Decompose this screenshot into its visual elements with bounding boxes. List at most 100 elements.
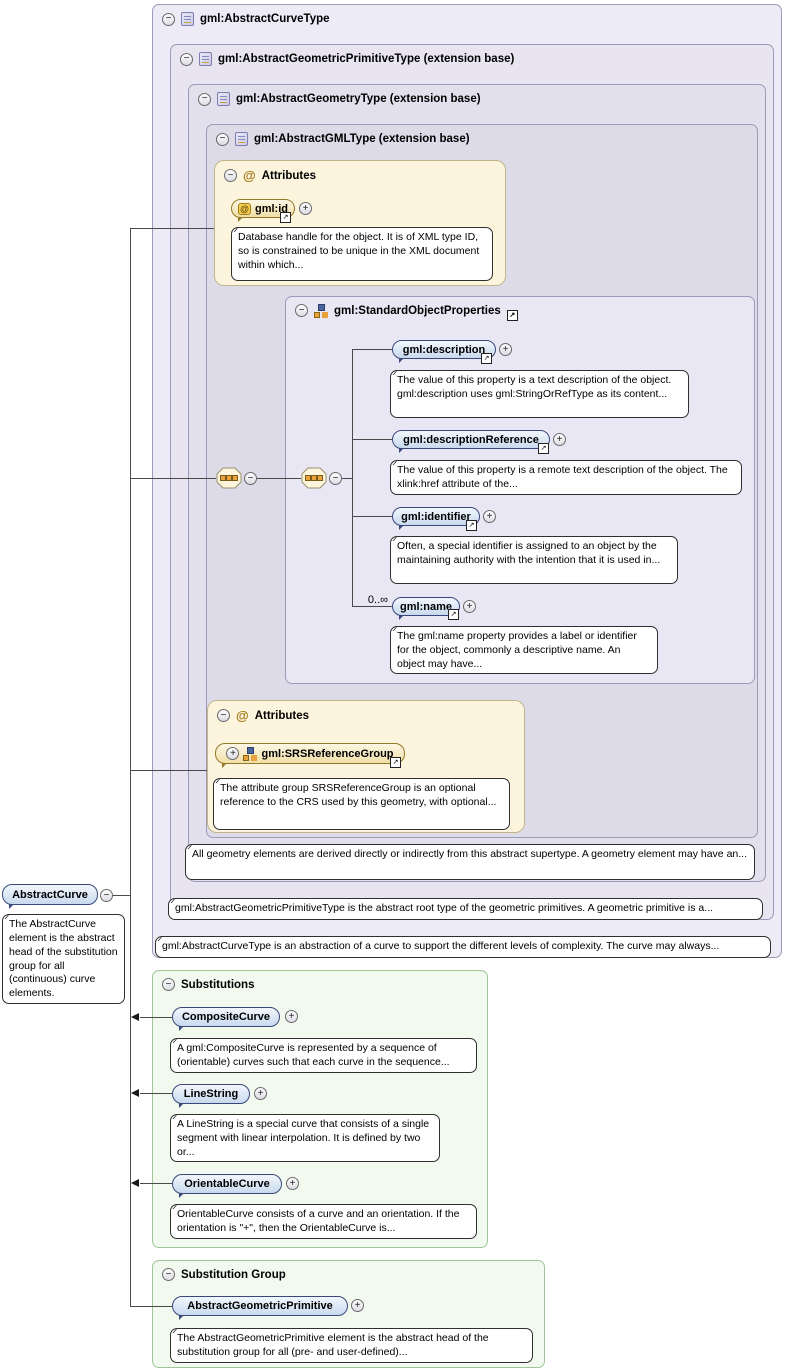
frame-header: − @ Attributes [215,161,505,190]
connector-line [257,478,301,479]
connector-line [352,516,392,517]
expand-icon[interactable]: + [553,433,566,446]
frame-header: − gml:AbstractGMLType (extension base) [207,125,757,153]
element-composite-curve[interactable]: CompositeCurve [172,1007,280,1031]
complex-type-icon [235,132,248,146]
complex-type-icon [181,12,194,26]
expand-icon[interactable]: + [299,202,312,215]
frame-header: − Substitution Group [153,1261,544,1288]
connector-line [140,1183,172,1184]
collapse-icon[interactable]: − [162,12,175,26]
attribute-icon: @ [243,168,256,183]
collapse-icon[interactable]: − [162,1268,175,1281]
frame-header: − gml:StandardObjectProperties ↗ [286,297,754,324]
expand-icon[interactable]: + [226,747,240,760]
connector-line [352,349,392,350]
attribute-gml-id[interactable]: @ gml:id [231,199,295,222]
collapse-icon[interactable]: − [162,978,175,991]
annotation-abstract-curve-type: gml:AbstractCurveType is an abstraction … [155,936,771,958]
expand-icon[interactable]: + [286,1177,299,1190]
attribute-name: gml:id [255,202,288,215]
collapse-icon[interactable]: − [329,472,342,485]
element-name: AbstractCurve [12,888,88,901]
collapse-icon[interactable]: − [295,304,308,317]
element-gml-name[interactable]: gml:name [392,597,460,620]
complex-type-icon [217,92,230,106]
expand-icon[interactable]: + [483,510,496,523]
expand-icon[interactable]: + [351,1299,364,1312]
type-label-abstract-curve-type: gml:AbstractCurveType [200,13,330,25]
link-icon[interactable]: ↗ [280,212,291,223]
element-name: gml:name [400,600,452,613]
substitution-arrow-icon [131,1179,139,1187]
annotation-abstract-geometry-type: All geometry elements are derived direct… [185,844,755,880]
link-icon[interactable]: ↗ [481,353,492,364]
annotation-composite-curve: A gml:CompositeCurve is represented by a… [170,1038,477,1073]
sequence-icon[interactable] [216,467,242,489]
frame-header: − @ Attributes [208,701,524,730]
substitutions-header-label: Substitutions [181,978,255,991]
annotation-orientable-curve: OrientableCurve consists of a curve and … [170,1204,477,1239]
connector-line [352,606,392,607]
frame-header: − gml:AbstractGeometryType (extension ba… [189,85,765,113]
standard-object-properties-label: gml:StandardObjectProperties [334,304,501,317]
collapse-icon[interactable]: − [217,709,230,722]
frame-header: − Substitutions [153,971,487,998]
collapse-icon[interactable]: − [100,889,113,902]
annotation-srs-reference-group: The attribute group SRSReferenceGroup is… [213,778,510,830]
connector-line [352,439,392,440]
connector-line [352,349,353,607]
frame-header: − gml:AbstractGeometricPrimitiveType (ex… [171,45,773,73]
element-name: gml:description [402,343,486,356]
annotation-gml-description: The value of this property is a text des… [390,370,689,418]
element-name: AbstractGeometricPrimitive [187,1300,333,1312]
element-gml-identifier[interactable]: gml:identifier [392,507,480,530]
frame-header: − gml:AbstractCurveType [153,5,781,33]
link-icon[interactable]: ↗ [506,310,518,321]
collapse-icon[interactable]: − [198,92,211,106]
sequence-icon[interactable] [301,467,327,489]
annotation-gml-identifier: Often, a special identifier is assigned … [390,536,678,584]
link-icon[interactable]: ↗ [448,609,459,620]
complex-type-icon [199,52,212,66]
connector-line [113,895,130,896]
attribute-icon: @ [236,708,249,723]
expand-icon[interactable]: + [463,600,476,613]
connector-line [140,1093,172,1094]
connector-line [130,228,131,1306]
element-line-string[interactable]: LineString [172,1084,250,1108]
connector-line [130,478,216,479]
element-name: LineString [183,1088,239,1100]
attributes-header-label: Attributes [254,709,309,722]
attribute-group-icon [243,747,257,761]
annotation-line-string: A LineString is a special curve that con… [170,1114,440,1162]
attributes-header-label: Attributes [261,169,316,182]
link-icon[interactable]: ↗ [466,520,477,531]
cardinality-label: 0..∞ [367,594,388,606]
link-icon[interactable]: ↗ [390,757,401,768]
element-name: gml:descriptionReference [403,433,539,446]
collapse-icon[interactable]: − [224,169,237,182]
element-abstract-geometric-primitive[interactable]: AbstractGeometricPrimitive [172,1296,348,1320]
element-gml-description[interactable]: gml:description [392,340,496,363]
annotation-gml-name: The gml:name property provides a label o… [390,626,658,674]
annotation-abstract-geometric-primitive: The AbstractGeometricPrimitive element i… [170,1328,533,1363]
annotation-gml-description-reference: The value of this property is a remote t… [390,460,742,495]
link-icon[interactable]: ↗ [538,443,549,454]
attribute-icon: @ [238,202,251,215]
connector-line [140,1017,172,1018]
element-gml-description-reference[interactable]: gml:descriptionReference [392,430,550,453]
expand-icon[interactable]: + [285,1010,298,1023]
annotation-gml-id: Database handle for the object. It is of… [231,227,493,281]
annotation-abstract-geometric-primitive-type: gml:AbstractGeometricPrimitiveType is th… [168,898,763,920]
connector-line [130,1306,172,1307]
expand-icon[interactable]: + [499,343,512,356]
type-label-abstract-gml-type: gml:AbstractGMLType (extension base) [254,133,470,145]
collapse-icon[interactable]: − [216,132,229,146]
expand-icon[interactable]: + [254,1087,267,1100]
collapse-icon[interactable]: − [180,52,193,66]
attribute-group-srs-reference-group[interactable]: + gml:SRSReferenceGroup [215,743,405,768]
element-orientable-curve[interactable]: OrientableCurve [172,1174,282,1198]
element-abstract-curve[interactable]: AbstractCurve [2,884,98,909]
collapse-icon[interactable]: − [244,472,257,485]
